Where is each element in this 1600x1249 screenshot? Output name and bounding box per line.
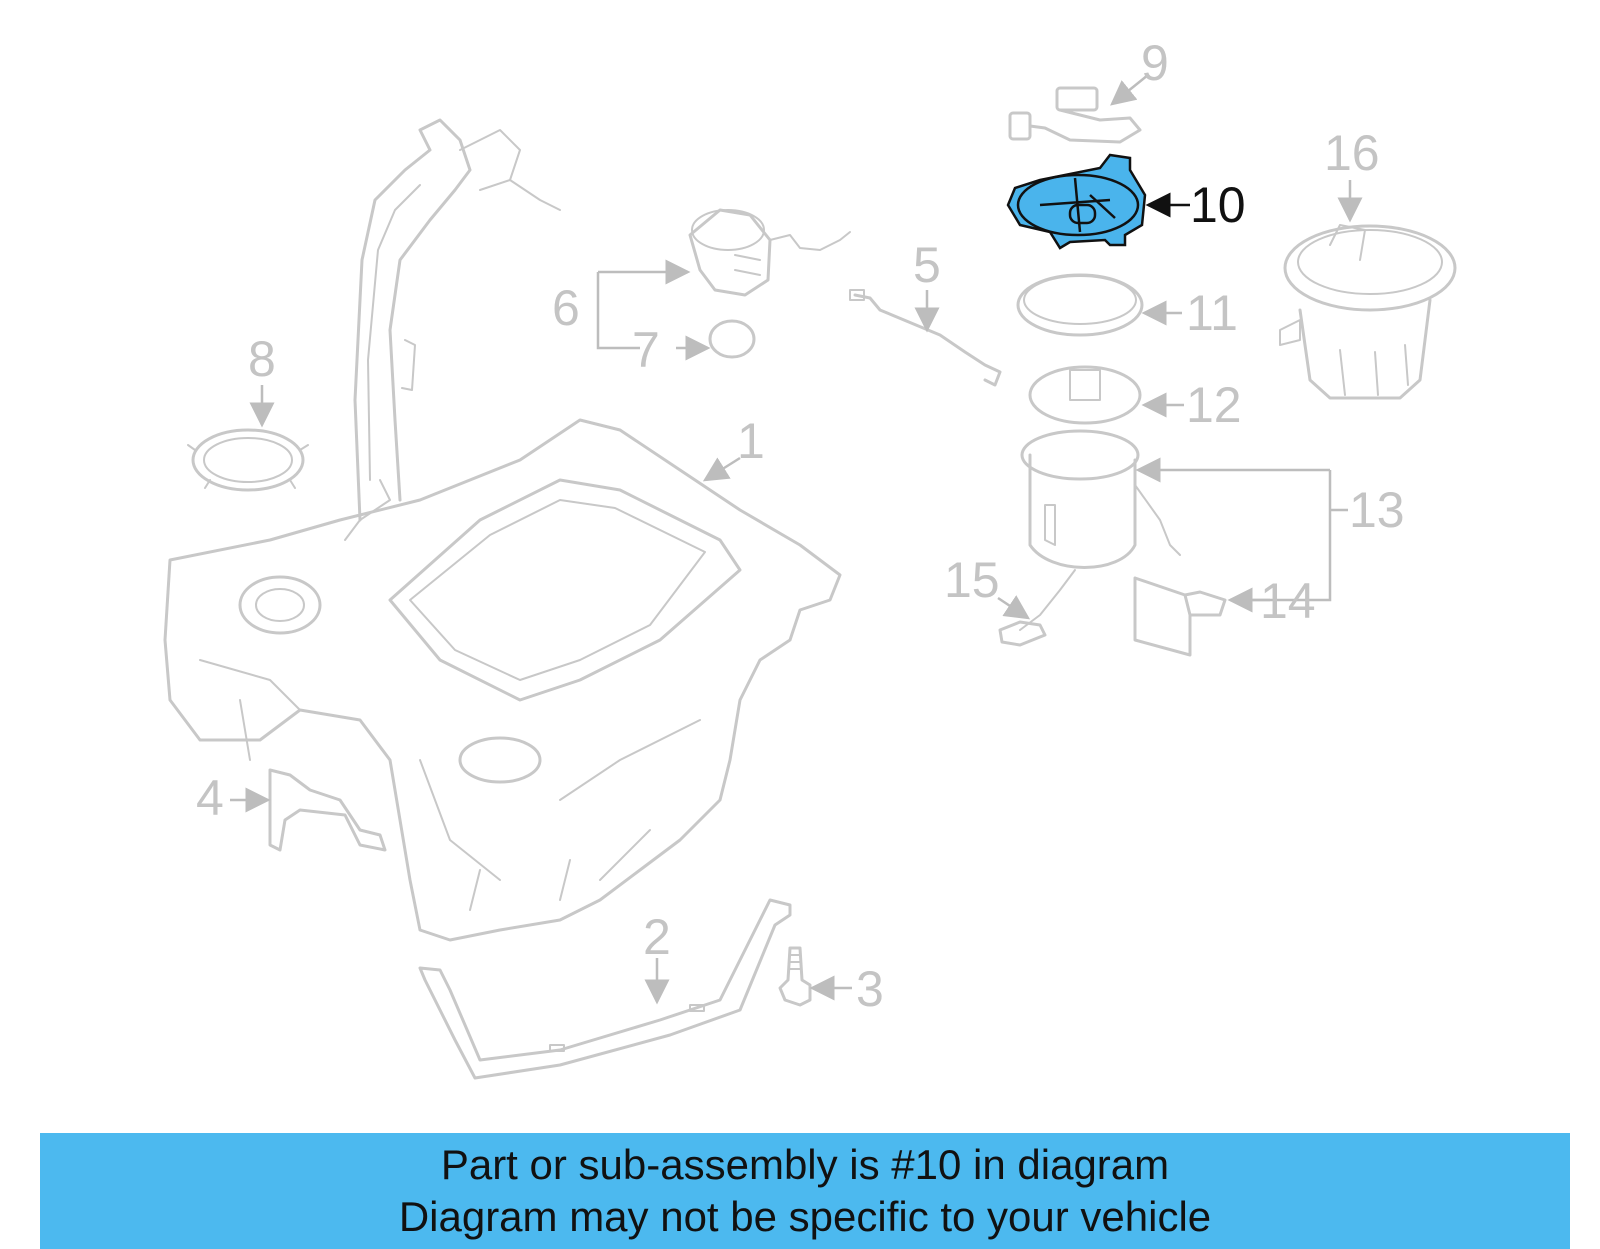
callout-6: 6 [552,280,580,336]
o-ring-part [708,319,756,359]
callout-4: 4 [196,770,224,826]
tank-strap-part [418,898,792,1080]
callout-15: 15 [944,552,1000,608]
callout-1: 1 [737,413,765,469]
lock-ring-part [187,428,309,492]
callout-13: 13 [1349,482,1405,538]
callout-11: 11 [1186,285,1238,341]
callout-9: 9 [1141,35,1169,91]
flange-part-highlighted [1006,153,1147,250]
callout-16: 16 [1324,125,1380,181]
info-banner: Part or sub-assembly is #10 in diagram D… [40,1133,1570,1249]
connector-part [998,620,1047,647]
pump-assembly-part [1279,224,1457,400]
callout-10: 10 [1190,177,1246,233]
callout-2: 2 [643,909,671,965]
banner-line-part-number: Part or sub-assembly is #10 in diagram [440,1141,1170,1188]
pump-cover-part [1133,576,1227,657]
callout-3: 3 [856,961,884,1017]
callout-8: 8 [248,331,276,387]
bracket-part [268,768,387,852]
fuel-pump-module-part [1019,365,1181,631]
sensor-wire-part [849,289,1002,387]
leader-lines [230,74,1363,1005]
bolt-part [778,946,812,1007]
callout-7: 7 [632,322,660,378]
fuel-tank-part [163,418,842,942]
seal-ring-part [1016,273,1144,337]
callout-12: 12 [1186,377,1242,433]
banner-line-disclaimer: Diagram may not be specific to your vehi… [398,1193,1212,1240]
callout-14: 14 [1260,573,1316,629]
callout-5: 5 [913,237,941,293]
wiring-harness-part [1008,86,1142,144]
parts-diagram: 1 2 3 4 5 6 7 8 9 10 11 12 13 14 15 16 [163,35,1457,1080]
fuel-cap-part [688,208,851,297]
filler-neck-part [344,118,561,541]
